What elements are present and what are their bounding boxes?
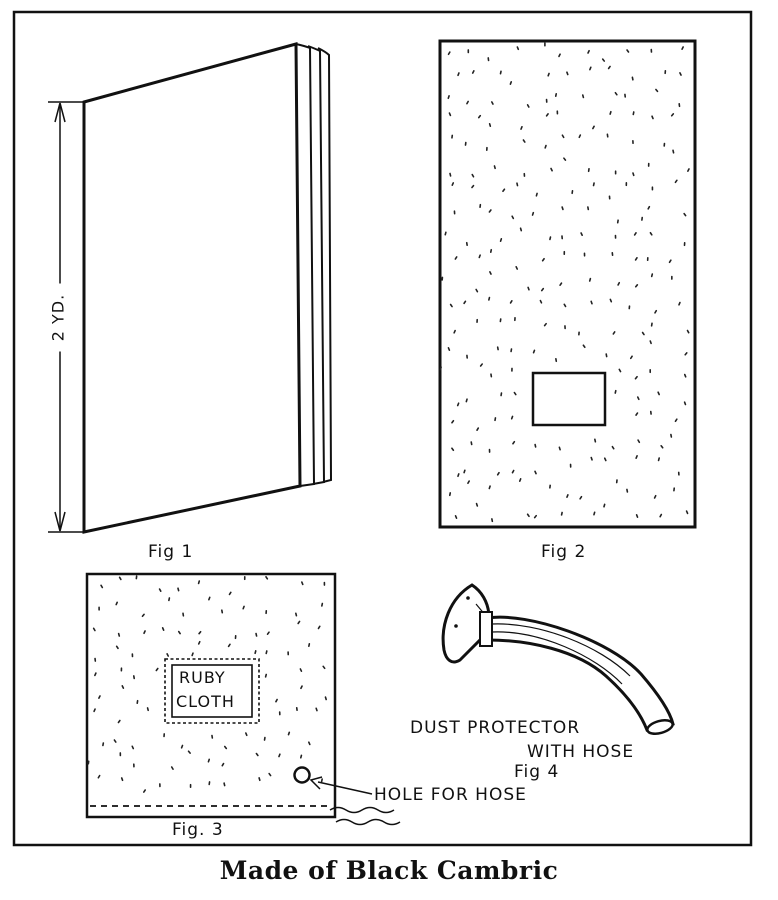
fig4-title-line1: DUST PROTECTOR bbox=[410, 718, 581, 738]
fig4-title-line2: WITH HOSE bbox=[527, 742, 635, 762]
fig3-cloth-label: CLOTH bbox=[176, 692, 235, 711]
fig2-window bbox=[531, 371, 607, 427]
fig3-hose-wave bbox=[329, 806, 395, 814]
fig1-dimension-label: 2 YD. bbox=[46, 283, 70, 352]
fig4-dust-protector bbox=[441, 583, 675, 735]
fig3-hole-label: HOLE FOR HOSE bbox=[374, 785, 527, 805]
fig3-ruby-window-inner bbox=[171, 664, 253, 718]
fig2-cloth bbox=[438, 39, 697, 529]
caption: Made of Black Cambric bbox=[219, 856, 559, 885]
fig4-label: Fig 4 bbox=[514, 762, 560, 782]
fig3-hose-hole bbox=[293, 766, 311, 784]
fig3-ruby-label: RUBY bbox=[179, 668, 226, 687]
fig1-folded-cloth bbox=[82, 42, 333, 534]
outer-frame bbox=[12, 10, 753, 847]
fig1-label: Fig 1 bbox=[148, 542, 194, 562]
fig3-cloth bbox=[85, 572, 401, 826]
fig2-label: Fig 2 bbox=[541, 542, 587, 562]
fig3-label: Fig. 3 bbox=[172, 820, 224, 840]
fig3-leader-line bbox=[317, 781, 373, 795]
